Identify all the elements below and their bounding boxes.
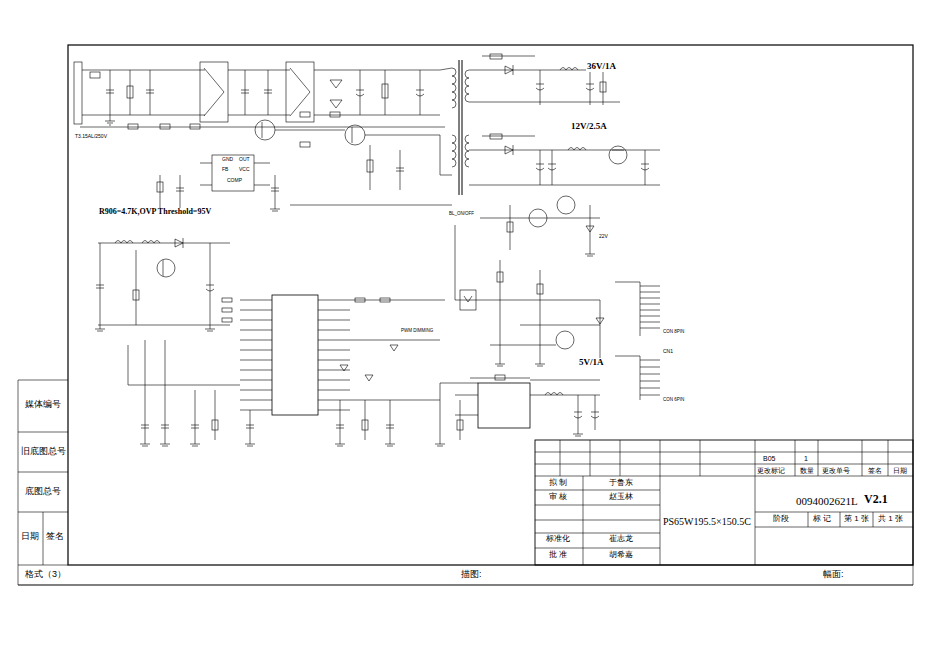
connector-name: CON 8PIN <box>662 330 685 335</box>
sidebar-field: 旧底图总号 <box>20 447 67 457</box>
footer-field: 格式（3） <box>24 570 67 580</box>
model-name: PS65W195.5×150.5C <box>662 516 752 527</box>
voltage-label: 22V <box>598 234 609 240</box>
title-block-role: 审 核 <box>548 493 568 502</box>
sidebar-field: 日期 <box>20 532 40 542</box>
title-block-role: 拟 制 <box>548 479 568 488</box>
version: V2.1 <box>863 493 889 506</box>
sidebar-field: 媒体编号 <box>24 400 62 410</box>
connector-name: CON 6PIN <box>662 398 685 403</box>
title-block-header: 数量 <box>799 467 815 475</box>
title-block-header: 共 1 张 <box>877 515 904 524</box>
output-rating: 12V/2.5A <box>570 122 608 132</box>
pin-name: FB <box>221 167 229 173</box>
pin-name: VCC <box>238 167 251 173</box>
signer-name: 于鲁东 <box>608 479 634 488</box>
signer-name: 崔志龙 <box>608 535 634 544</box>
title-block-header: 签名 <box>867 467 883 475</box>
pin-name: GND <box>221 157 234 163</box>
output-rating: 36V/1A <box>586 62 617 72</box>
sidebar-field: 签名 <box>45 532 65 542</box>
pin-name: OUT <box>238 157 251 163</box>
pin-name: COMP <box>226 178 243 184</box>
signal-name: BL_ON/OFF <box>448 212 475 217</box>
footer-field: 幅面: <box>822 570 845 580</box>
title-block-header: 阶段 <box>772 515 790 524</box>
revision-cell: 1 <box>803 455 809 463</box>
title-block-header: 更改单号 <box>821 467 851 475</box>
title-block-role: 标准化 <box>545 535 571 544</box>
connector-name: CN1 <box>662 349 674 355</box>
signer-name: 胡希嘉 <box>608 551 634 560</box>
revision-cell: B05 <box>762 455 776 463</box>
signer-name: 赵玉林 <box>608 493 634 502</box>
title-block-header: 更改标记 <box>756 467 786 475</box>
sidebar-field: 底图总号 <box>24 487 62 497</box>
signal-name: PWM DIMMING <box>400 329 434 334</box>
design-note: R906=4.7K,OVP Threshold=95V <box>98 208 212 217</box>
title-block-header: 第 1 张 <box>843 515 870 524</box>
footer-field: 描图: <box>460 570 483 580</box>
title-block-role: 批 准 <box>548 551 568 560</box>
title-block-header: 标 记 <box>812 515 832 524</box>
output-rating: 5V/1A <box>578 358 605 368</box>
fuse-rating: T3.15AL/250V <box>74 134 108 140</box>
title-block-header: 日期 <box>892 467 908 475</box>
drawing-number: 0094002621L <box>795 495 859 507</box>
